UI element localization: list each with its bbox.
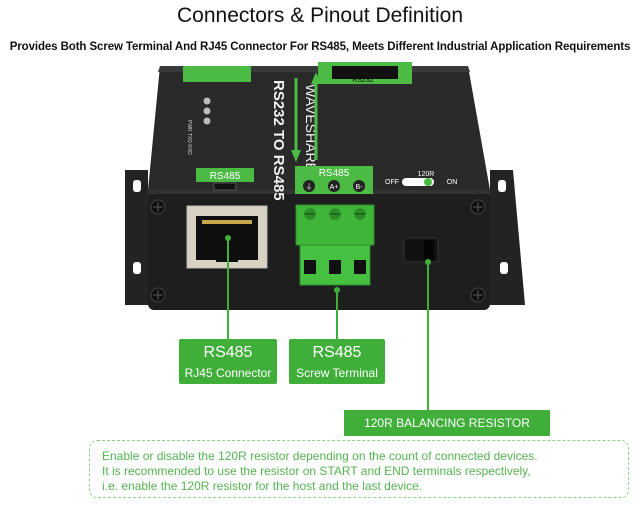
- txd-led-icon: [203, 107, 211, 115]
- led-labels: PWR TXD RXD: [186, 120, 192, 155]
- flange-slot: [133, 262, 141, 274]
- screw-terminal-block: [295, 204, 375, 286]
- pin-a-label: A+: [330, 184, 339, 191]
- screw-icon: [150, 287, 166, 303]
- device-top: [148, 66, 490, 190]
- pin-b-label: B-: [356, 184, 364, 191]
- switch-indicator-icon: [424, 178, 432, 186]
- note-line-3: i.e. enable the 120R resistor for the ho…: [102, 479, 423, 493]
- flange-slot: [498, 180, 506, 192]
- screw-terminal-callout: RS485 Screw Terminal: [289, 339, 385, 384]
- rj45-callout: RS485 RJ45 Connector: [179, 339, 277, 384]
- flange-slot: [500, 262, 508, 274]
- flange-slot: [133, 180, 141, 192]
- resistor-note-box: Enable or disable the 120R resistor depe…: [89, 440, 629, 498]
- note-line-1: Enable or disable the 120R resistor depe…: [102, 449, 538, 463]
- db9-connector: [332, 66, 398, 79]
- top-connector-label: [183, 66, 251, 82]
- right-flange: [490, 170, 525, 305]
- terminal-label-text: RS485: [319, 168, 350, 179]
- rj45-callout-title: RS485: [203, 344, 253, 361]
- screw-icon: [470, 287, 486, 303]
- screw-callout-title: RS485: [312, 344, 362, 361]
- page-subtitle: Provides Both Screw Terminal And RJ45 Co…: [9, 41, 631, 53]
- pwr-led-icon: [203, 97, 211, 105]
- top-label-text: RS232: [352, 77, 374, 84]
- model-text: RS232 TO RS485: [270, 80, 287, 201]
- switch-off-label: OFF: [385, 179, 399, 186]
- rj45-label-tab: [196, 168, 254, 182]
- screw-icon: [470, 199, 486, 215]
- left-flange: [125, 170, 148, 305]
- page-title: Connectors & Pinout Definition: [177, 4, 463, 27]
- screw-icon: [150, 199, 166, 215]
- switch-title: 120R: [418, 171, 435, 178]
- switch-callout: 120R BALANCING RESISTOR SWITCH: [344, 410, 550, 456]
- switch-on-label: ON: [447, 179, 458, 186]
- rj45-callout-subtitle: RJ45 Connector: [184, 366, 272, 380]
- screw-callout-subtitle: Screw Terminal: [296, 366, 378, 380]
- rj45-label-text: RS485: [210, 171, 241, 182]
- note-line-2: It is recommended to use the resistor on…: [102, 464, 531, 478]
- rxd-led-icon: [203, 117, 211, 125]
- pin-ground-label: ⏚: [306, 183, 313, 191]
- toggle-knob: [424, 240, 434, 260]
